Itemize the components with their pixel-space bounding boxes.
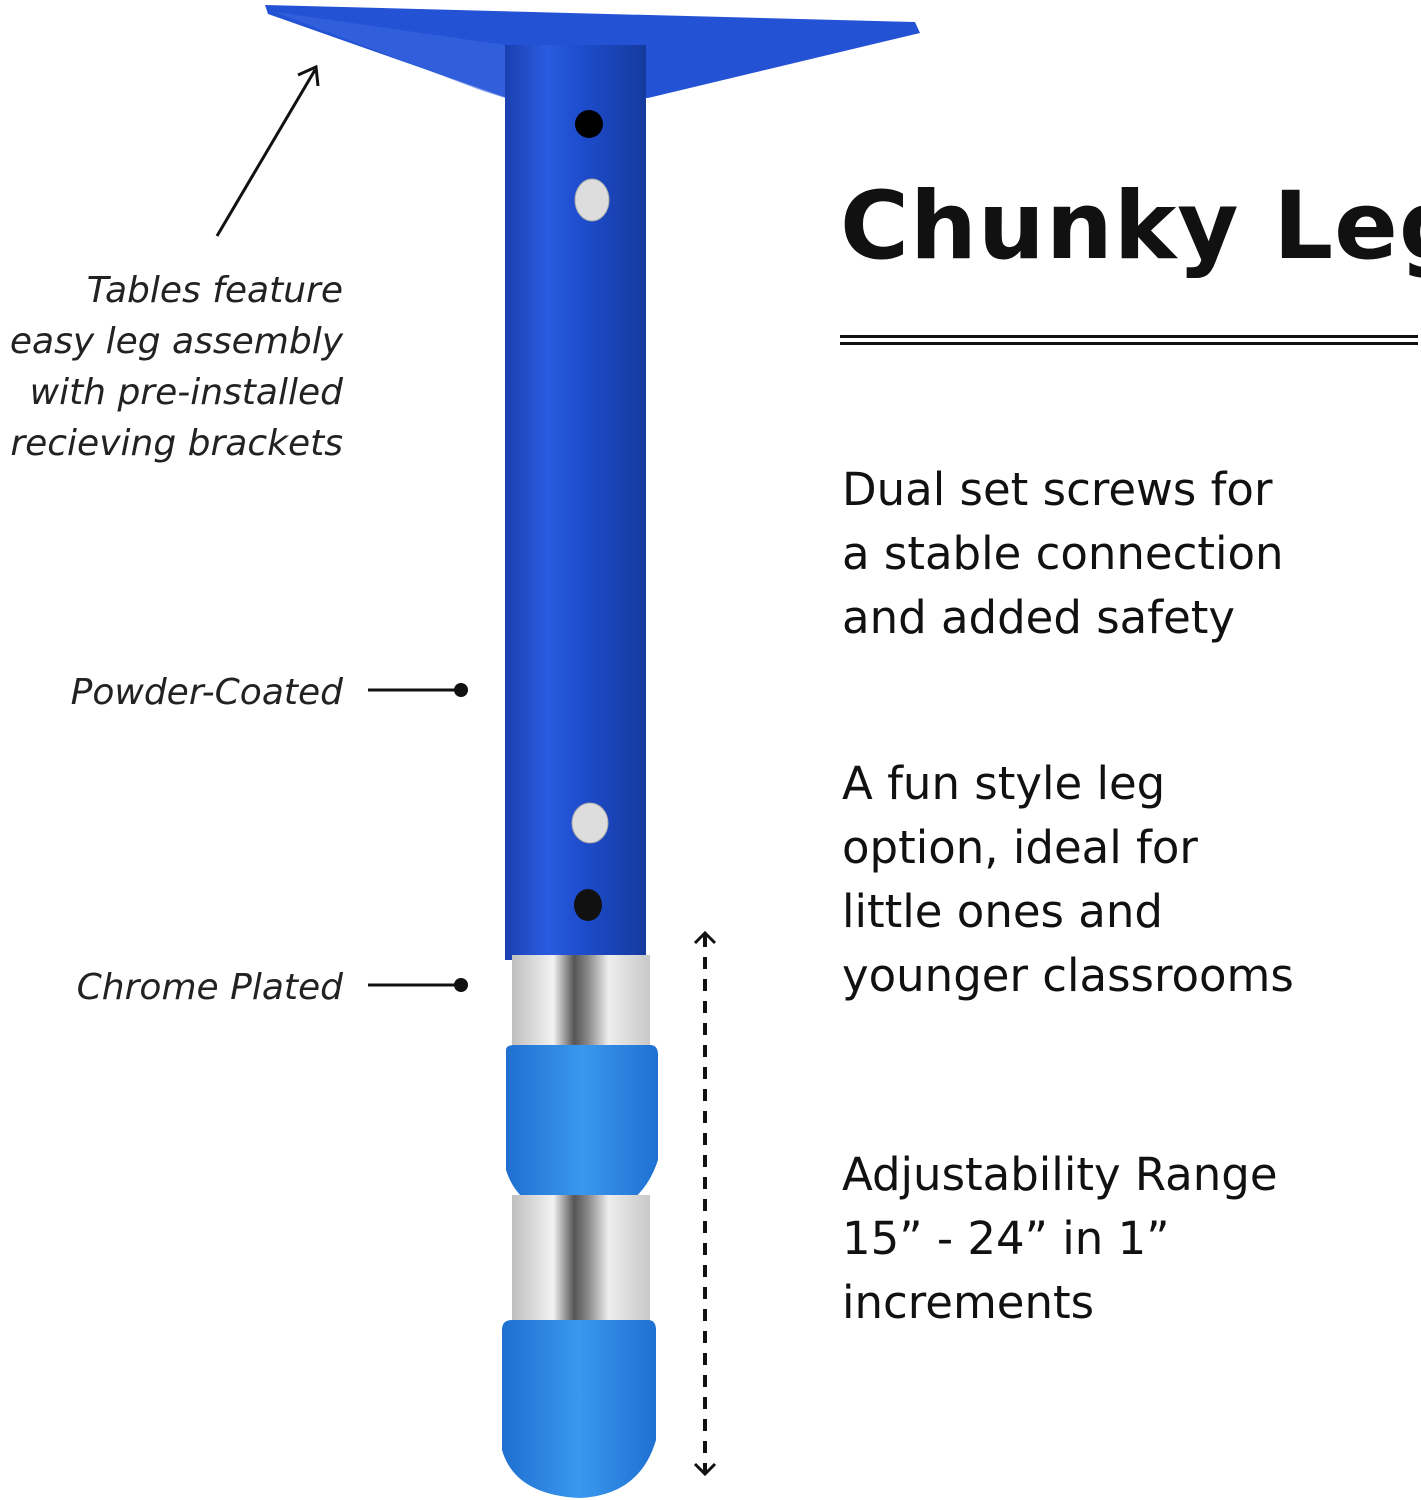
- page-title: Chunky Leg: [840, 172, 1421, 281]
- divider: [840, 335, 1418, 338]
- callout-chrome-plated: Chrome Plated: [76, 967, 343, 1008]
- hole: [574, 889, 602, 921]
- foot-cap-upper: [506, 1045, 658, 1218]
- set-screw-icon: [574, 178, 610, 222]
- pointer-dot: [454, 978, 468, 992]
- callout-powder-coated: Powder-Coated: [70, 672, 343, 713]
- hole: [575, 110, 603, 138]
- pointer-dot: [454, 683, 468, 697]
- chrome-tube-upper: [512, 955, 650, 1055]
- callout-assembly: Tables feature easy leg assembly with pr…: [9, 270, 343, 464]
- set-screw-icon: [571, 802, 609, 844]
- arrow-head-icon: [297, 64, 320, 87]
- feature-fun-style: A fun style leg option, ideal for little…: [842, 757, 1294, 1002]
- chrome-tube-lower: [512, 1195, 650, 1330]
- feature-set-screws: Dual set screws for a stable connection …: [842, 463, 1284, 644]
- divider: [840, 342, 1418, 345]
- feature-adjustability: Adjustability Range 15” - 24” in 1” incr…: [842, 1148, 1278, 1329]
- foot-cap-lower: [502, 1320, 656, 1498]
- arrow-line: [215, 69, 317, 237]
